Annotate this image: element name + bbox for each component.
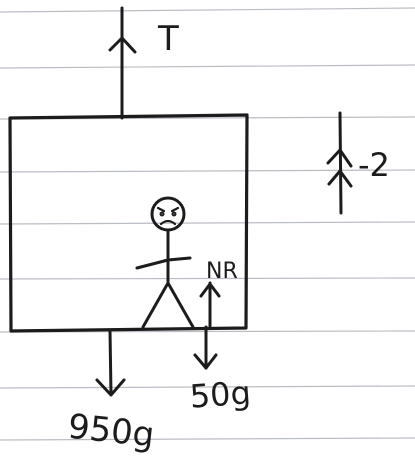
ruled-line	[0, 64, 415, 69]
person-weight-arrow	[193, 325, 218, 370]
person-frown	[159, 219, 177, 226]
ruled-line	[0, 7, 415, 13]
tension-label: T	[157, 19, 179, 59]
normal-reaction-label: NR	[206, 259, 238, 284]
lift-weight-arrow	[95, 329, 126, 397]
acceleration-label: -2	[358, 146, 390, 184]
ruled-line	[0, 169, 415, 173]
acceleration-arrow	[326, 111, 353, 215]
normal-reaction-arrow	[199, 281, 221, 328]
ruled-line	[0, 437, 415, 441]
ruled-line	[0, 385, 415, 389]
lift-weight-label: 950g	[66, 407, 156, 456]
person-figure	[135, 196, 195, 329]
person-eyebrows	[156, 206, 180, 213]
person-arms	[135, 256, 192, 270]
tension-arrow	[108, 6, 137, 120]
person-legs	[141, 281, 195, 329]
person-head	[150, 196, 186, 232]
ruled-line	[0, 221, 415, 225]
lift-box	[8, 113, 249, 333]
person-weight-label: 50g	[189, 374, 253, 416]
ruled-lines	[0, 7, 415, 441]
ruled-line	[0, 277, 415, 280]
